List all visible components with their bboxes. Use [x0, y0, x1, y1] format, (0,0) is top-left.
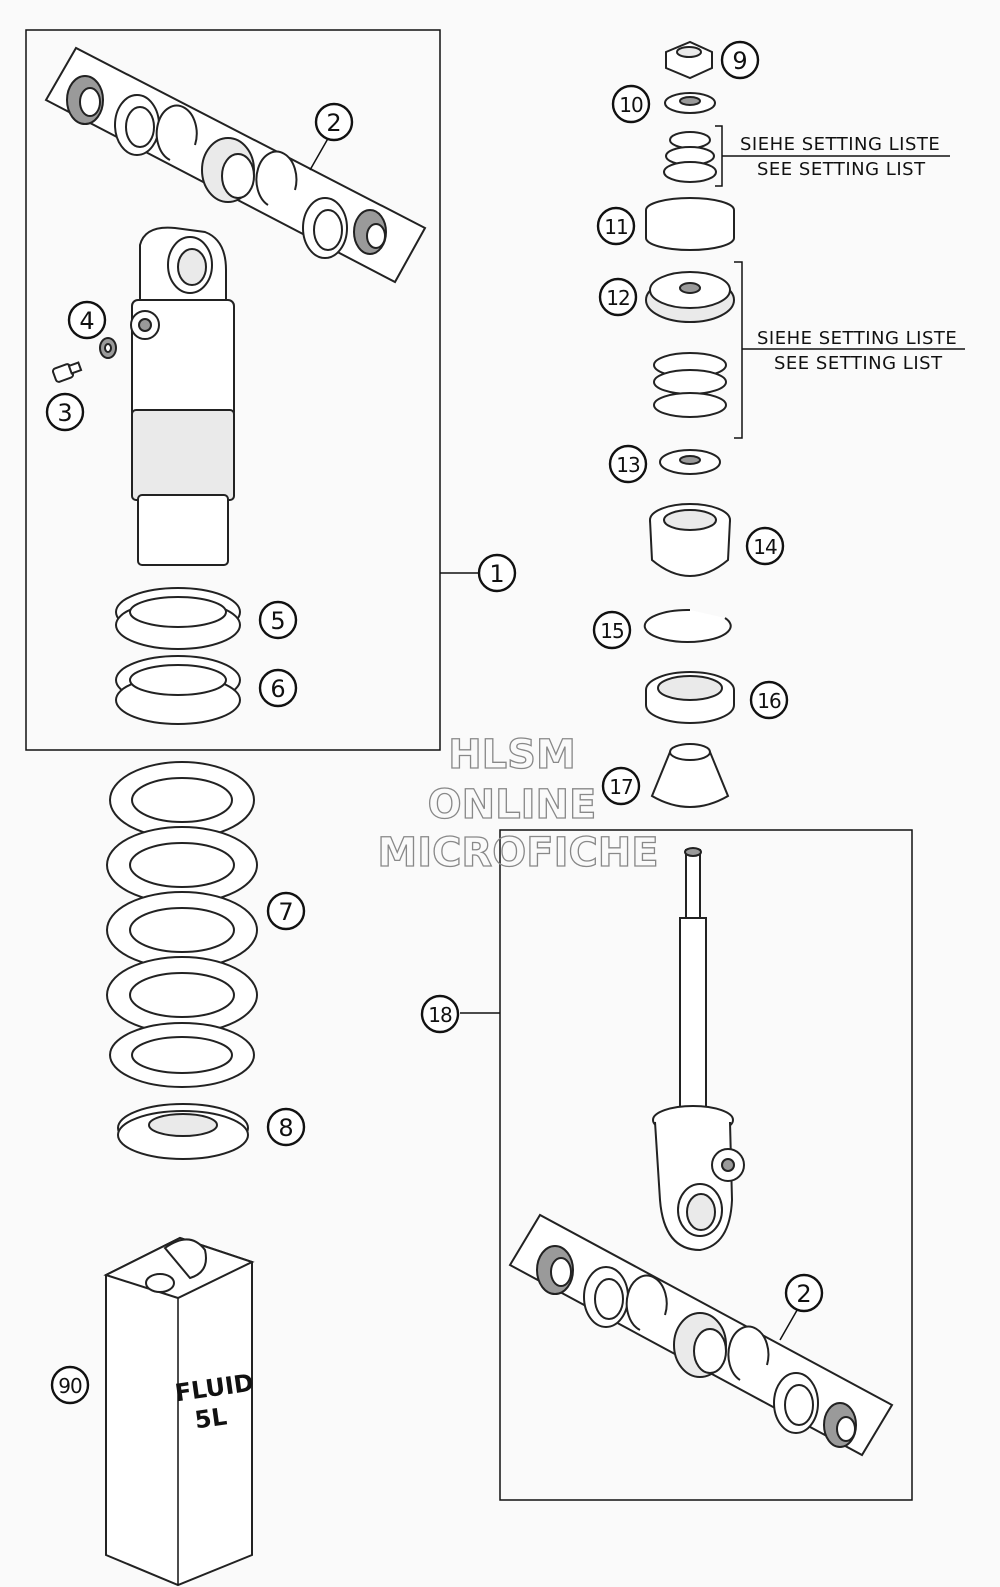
svg-text:16: 16 — [757, 689, 781, 713]
callout-6: 6 — [258, 668, 298, 708]
callout-5: 5 — [258, 600, 298, 640]
callout-1: 1 — [477, 553, 517, 593]
shock-body — [130, 226, 235, 566]
callout-12: 12 — [598, 277, 638, 317]
bushing-11 — [645, 197, 735, 251]
callout-17: 17 — [601, 766, 641, 806]
svg-text:6: 6 — [270, 675, 285, 703]
container-label-line2: 5L — [193, 1402, 229, 1434]
callout-13: 13 — [608, 444, 648, 484]
piston-12 — [645, 271, 735, 323]
callout-2-top: 2 — [314, 102, 354, 142]
svg-text:11: 11 — [604, 215, 627, 239]
circlip-15 — [643, 608, 732, 643]
washer-13 — [659, 449, 721, 475]
svg-text:5: 5 — [270, 607, 285, 635]
svg-text:2: 2 — [326, 109, 341, 137]
callout-90: 90 — [50, 1365, 90, 1405]
callout-18: 18 — [420, 994, 460, 1034]
washer-10 — [664, 92, 716, 114]
svg-text:7: 7 — [278, 898, 293, 926]
setting-note-top-line2: SEE SETTING LIST — [757, 159, 926, 180]
callout-14: 14 — [745, 526, 785, 566]
svg-text:1: 1 — [489, 560, 504, 588]
svg-text:90: 90 — [58, 1374, 82, 1398]
spring-seat — [117, 1103, 249, 1160]
seal-holder-14 — [649, 503, 731, 577]
callout-4: 4 — [67, 300, 107, 340]
callout-10: 10 — [611, 84, 651, 124]
watermark-line1: HLSM — [448, 732, 576, 778]
callout-8: 8 — [266, 1107, 306, 1147]
svg-text:12: 12 — [606, 286, 629, 310]
nut-part — [665, 40, 713, 80]
adjuster-ring-lower — [115, 655, 241, 725]
bump-rubber-17 — [650, 743, 730, 808]
watermark-line3: MICROFICHE — [377, 830, 658, 876]
svg-text:3: 3 — [57, 399, 72, 427]
callout-11: 11 — [596, 206, 636, 246]
callout-2-bottom: 2 — [784, 1273, 824, 1313]
callout-15: 15 — [592, 610, 632, 650]
callout-16: 16 — [749, 680, 789, 720]
callout-9: 9 — [720, 40, 760, 80]
cap-16 — [645, 671, 735, 724]
svg-text:10: 10 — [619, 93, 643, 117]
svg-text:9: 9 — [732, 47, 747, 75]
svg-text:15: 15 — [600, 619, 623, 643]
screw-part — [51, 361, 83, 383]
svg-text:17: 17 — [609, 775, 633, 799]
svg-text:4: 4 — [79, 307, 94, 335]
svg-text:13: 13 — [616, 453, 640, 477]
fluid-container — [103, 1236, 255, 1587]
svg-text:14: 14 — [753, 535, 777, 559]
coil-spring — [106, 761, 258, 1088]
piston-rod-box — [499, 829, 913, 1501]
setting-note-mid-line1: SIEHE SETTING LISTE — [757, 328, 957, 349]
bushing-kit-top — [44, 46, 427, 284]
shim-stack-lower — [653, 352, 727, 418]
shock-assembly-box — [25, 29, 441, 751]
piston-rod — [652, 847, 745, 1252]
adjuster-ring-upper — [115, 587, 241, 650]
bushing-kit-bottom — [508, 1213, 894, 1457]
callout-7: 7 — [266, 891, 306, 931]
setting-note-mid-line2: SEE SETTING LIST — [774, 353, 943, 374]
shim-stack-upper — [663, 131, 717, 183]
watermark-line2: ONLINE — [428, 782, 597, 828]
callout-3: 3 — [45, 392, 85, 432]
svg-text:8: 8 — [278, 1114, 293, 1142]
washer-part — [99, 337, 117, 359]
setting-note-top-line1: SIEHE SETTING LISTE — [740, 134, 940, 155]
svg-text:2: 2 — [796, 1280, 811, 1308]
svg-text:18: 18 — [428, 1003, 452, 1027]
